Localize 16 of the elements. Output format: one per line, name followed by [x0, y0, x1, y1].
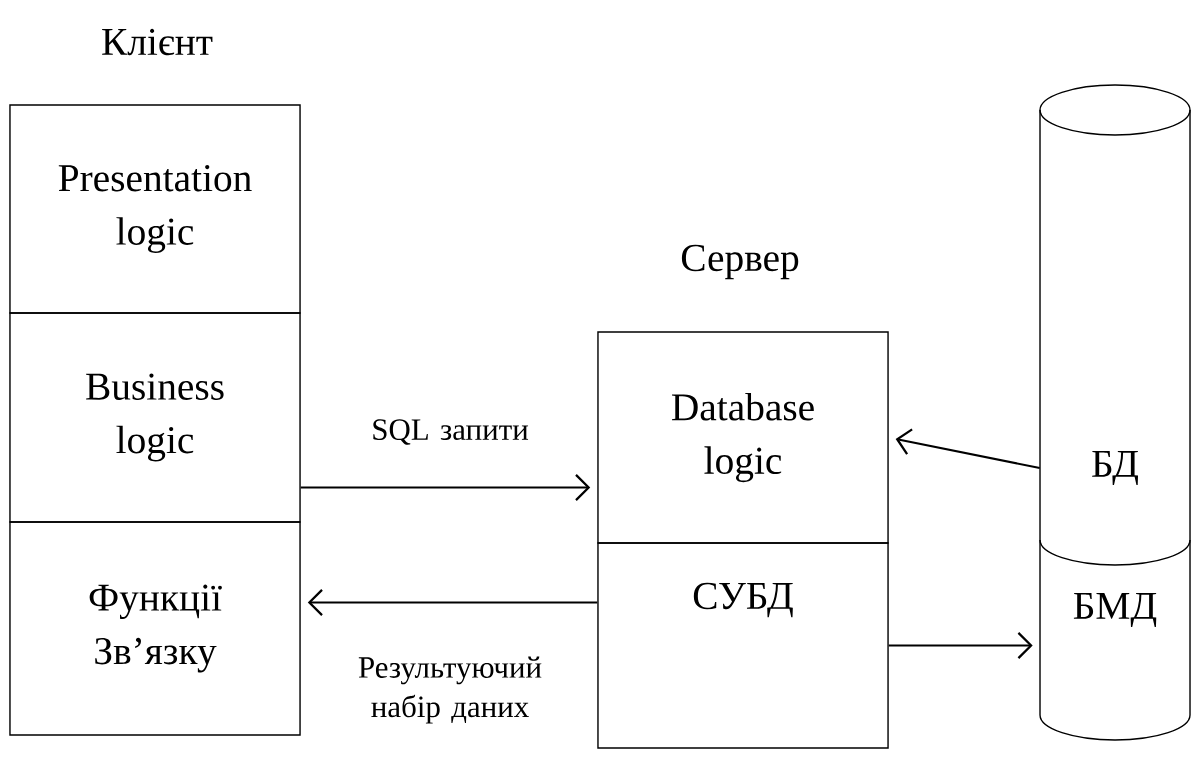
- edge-label: Результуючий набір даних: [358, 656, 542, 724]
- text-box: Database logic: [597, 331, 889, 544]
- arrow: [307, 589, 599, 616]
- text-box: Presentation logic: [9, 104, 301, 314]
- database-cylinder: БД: [1039, 84, 1191, 566]
- text-box: СУБД: [597, 542, 889, 749]
- heading-label: Сервер: [681, 244, 799, 280]
- edge-label: SQL запити: [373, 419, 529, 445]
- arrow: [895, 428, 1041, 469]
- database-cylinder: БМД: [1039, 539, 1191, 741]
- node-label: БД: [1092, 450, 1139, 486]
- text-box: Функції Зв’язку: [9, 521, 301, 736]
- arrow: [299, 474, 591, 501]
- arrow: [887, 632, 1033, 659]
- heading-label: Клієнт: [102, 28, 213, 56]
- text-box: Business logic: [9, 312, 301, 523]
